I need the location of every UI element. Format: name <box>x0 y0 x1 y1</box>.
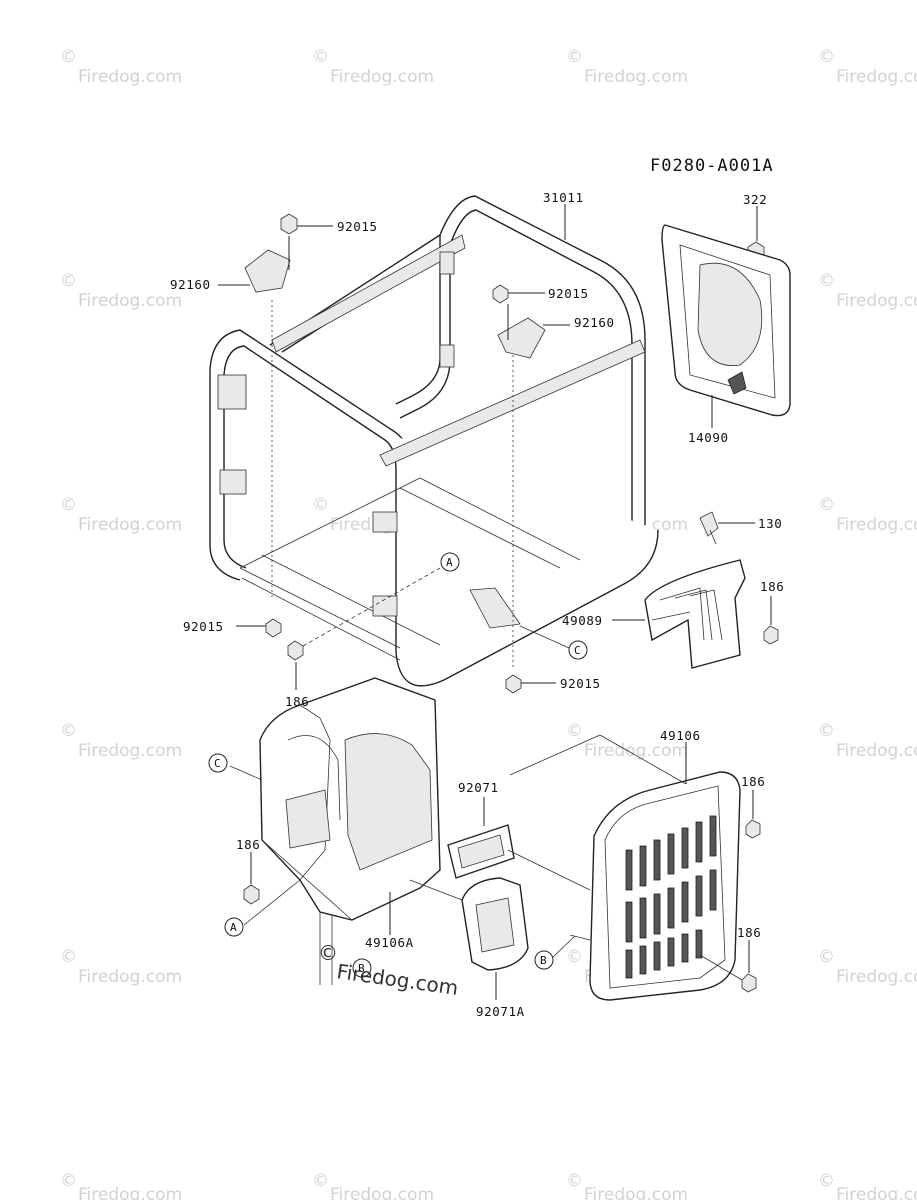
watermark-icon: © <box>60 47 77 67</box>
watermark-icon: © <box>818 47 835 67</box>
watermark-icon: © <box>60 1171 77 1191</box>
label-92015: 92015 <box>337 219 378 234</box>
ref-circle-a-left: A <box>224 917 244 937</box>
label-49106: 49106 <box>660 728 701 743</box>
watermark-text: Firedog.com <box>78 515 182 535</box>
label-186: 186 <box>760 579 784 594</box>
ref-letter: C <box>574 644 581 657</box>
ref-circle-b-right: B <box>534 950 554 970</box>
watermark-prominent: Firedog.com <box>335 959 460 1000</box>
label-92015: 92015 <box>560 676 601 691</box>
watermark-icon: © <box>818 271 835 291</box>
watermark-icon: © <box>312 495 329 515</box>
label-14090: 14090 <box>688 430 729 445</box>
label-92015: 92015 <box>548 286 589 301</box>
watermark-text: Firedog.com <box>836 515 917 535</box>
watermark-icon: © <box>318 941 338 965</box>
ref-letter: B <box>540 954 547 967</box>
label-92071: 92071 <box>458 780 499 795</box>
guard-49106A <box>259 677 441 985</box>
watermark-icon: © <box>312 1171 329 1191</box>
watermark-icon: © <box>566 947 583 967</box>
watermark-text: Firedog.com <box>78 1185 182 1200</box>
bracket-tab <box>217 374 247 410</box>
cover-49089 <box>644 559 746 669</box>
watermark-text: Firedog.com <box>78 741 182 761</box>
ref-circle-b-left: B <box>352 958 372 978</box>
label-186: 186 <box>285 694 309 709</box>
bracket-tab <box>372 511 398 533</box>
watermark-icon: © <box>566 1171 583 1191</box>
ref-circle-a-top: A <box>440 552 460 572</box>
watermark-icon: © <box>818 495 835 515</box>
watermark-icon: © <box>818 721 835 741</box>
bolt-186-left <box>287 640 304 661</box>
label-130: 130 <box>758 516 782 531</box>
bolt-186-right <box>763 625 779 645</box>
clamp-130 <box>699 511 719 545</box>
watermark-icon: © <box>60 271 77 291</box>
nut-92015-top <box>280 213 298 235</box>
bolt-186-guard-top <box>745 819 761 839</box>
nut-92015-bottom-left <box>265 618 282 638</box>
rubber-92071 <box>447 824 515 879</box>
watermark-text: Firedog.com <box>330 1185 434 1200</box>
reference-code: F0280-A001A <box>650 156 774 176</box>
watermark-icon: © <box>566 47 583 67</box>
watermark-text: Firedog.com <box>584 67 688 87</box>
label-49106A: 49106A <box>365 935 414 950</box>
frame-31011 <box>209 195 659 687</box>
bracket-92160-left <box>244 236 291 293</box>
ref-circle-c-left: C <box>208 753 228 773</box>
bolt-186-guard-left <box>243 884 260 905</box>
bracket-92160-center <box>497 304 546 359</box>
watermark-icon: © <box>818 947 835 967</box>
watermark-text: Firedog.com <box>836 67 917 87</box>
watermark-text: Firedog.com <box>836 741 917 761</box>
label-92071A: 92071A <box>476 1004 525 1019</box>
watermark-icon: © <box>312 47 329 67</box>
bolt-186-guard-bottom <box>741 973 757 993</box>
ref-circle-c-top: C <box>568 640 588 660</box>
watermark-text: Firedog.com <box>78 67 182 87</box>
label-31011: 31011 <box>543 190 584 205</box>
watermark-icon: © <box>60 721 77 741</box>
label-92160: 92160 <box>170 277 211 292</box>
rubber-92071A <box>461 877 529 971</box>
watermark-text: Firedog.com <box>584 1185 688 1200</box>
ref-letter: A <box>446 556 453 569</box>
bracket-tab <box>439 344 455 368</box>
label-49089: 49089 <box>562 613 603 628</box>
cover-14090 <box>661 224 791 417</box>
guard-slots <box>625 815 717 979</box>
label-186: 186 <box>737 925 761 940</box>
label-186: 186 <box>741 774 765 789</box>
watermark-text: Firedog.com <box>78 291 182 311</box>
watermark-text: Firedog.com <box>836 967 917 987</box>
watermark-text: Firedog.com <box>330 67 434 87</box>
bracket-tab <box>439 251 455 275</box>
ref-letter: A <box>230 921 237 934</box>
guard-49106 <box>569 771 741 1001</box>
watermark-icon: © <box>60 495 77 515</box>
watermark-text: Firedog.com <box>584 741 688 761</box>
ref-letter: B <box>358 962 365 975</box>
watermark-text: Firedog.com <box>836 1185 917 1200</box>
watermark-icon: © <box>566 721 583 741</box>
bracket-tab <box>219 469 247 495</box>
watermark-text: Firedog.com <box>78 967 182 987</box>
nut-92015-center <box>492 284 509 304</box>
watermark-icon: © <box>818 1171 835 1191</box>
label-92015: 92015 <box>183 619 224 634</box>
label-186: 186 <box>236 837 260 852</box>
nut-92015-bottom-center <box>505 674 522 694</box>
label-322: 322 <box>743 192 767 207</box>
watermark-icon: © <box>60 947 77 967</box>
bracket-tab <box>469 587 521 629</box>
watermark-text: Firedog.com <box>836 291 917 311</box>
ref-letter: C <box>214 757 221 770</box>
label-92160: 92160 <box>574 315 615 330</box>
